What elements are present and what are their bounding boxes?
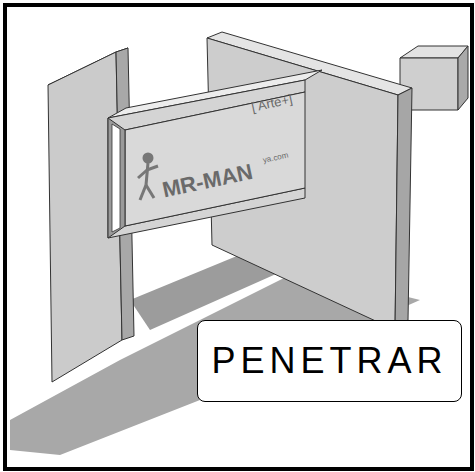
beam-web	[125, 92, 305, 226]
beam-profile	[108, 118, 125, 238]
beam-end-top	[400, 46, 468, 58]
beam-profile-inner	[112, 124, 120, 232]
beam-flanges	[108, 80, 305, 238]
title-text: PENETRAR	[211, 340, 447, 382]
beam-end-side	[458, 46, 468, 110]
watermark-figure	[138, 154, 158, 200]
wall-side	[395, 88, 412, 330]
title-box: PENETRAR	[197, 320, 462, 402]
